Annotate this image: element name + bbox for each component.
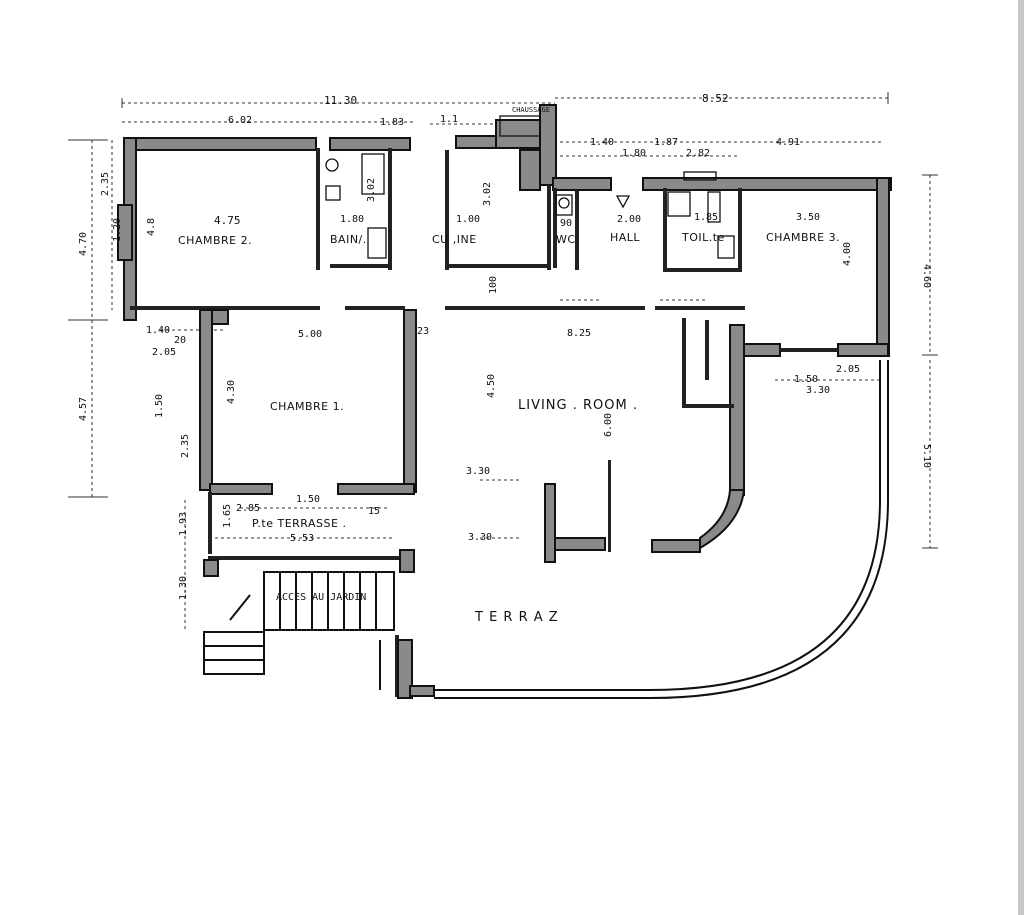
walls (117, 104, 892, 699)
dim-c3-top: 4.91 (776, 137, 800, 148)
dim-left-193: 1.93 (178, 512, 189, 536)
dim-pt-165: 1.65 (222, 504, 233, 528)
dim-pt-150: 1.50 (296, 494, 320, 505)
dim-left-470: 4.70 (78, 232, 89, 256)
dim-pt-285: 2.85 (236, 503, 260, 514)
dim-right-460: 4.60 (921, 264, 932, 288)
dim-c2-20: 20 (174, 335, 186, 346)
room-label-wc: WC (556, 233, 576, 246)
room-label-living: LIVING . ROOM . (518, 398, 638, 413)
garden-stairs (203, 571, 395, 675)
terrace-outline (379, 360, 889, 699)
dim-left-457: 4.57 (78, 397, 89, 421)
dim-hall-1: 1.40 (590, 137, 614, 148)
dim-top-right-total: 8.52 (702, 92, 729, 105)
dim-c2-inner: 4.75 (214, 214, 241, 227)
room-label-chambre2: CHAMBRE 2. (178, 234, 252, 247)
dim-living-600: 6.00 (603, 413, 614, 437)
room-label-petite-terrasse: P.te TERRASSE . (252, 517, 346, 530)
dim-c2-140: 1.40 (146, 325, 170, 336)
dim-c2-205: 2.05 (152, 347, 176, 358)
dim-left-130: 1.30 (178, 576, 189, 600)
hall-entry-arrow-icon (615, 195, 631, 209)
dim-bain-h: 3.02 (366, 178, 377, 202)
dim-c1-left-150: 1.50 (154, 394, 165, 418)
dim-c2-height: 4.8 (146, 218, 157, 236)
dim-c3-205: 2.05 (836, 364, 860, 375)
dim-c1-left-235: 2.35 (180, 434, 191, 458)
dim-top-left-total: 11.30 (324, 94, 357, 107)
dim-corr-23: 23 (417, 326, 429, 337)
dim-hall-2: 1.80 (622, 148, 646, 159)
dim-hall-4: 2.82 (686, 148, 710, 159)
dim-c3-150: 1.50 (794, 374, 818, 385)
dim-c3-330: 3.30 (806, 385, 830, 396)
dim-corr-15: 15 (368, 506, 380, 517)
room-label-chambre1: CHAMBRE 1. (270, 400, 344, 413)
dimension-lines (68, 92, 938, 630)
dim-c2-width-top: 6.02 (228, 115, 252, 126)
dim-kitchen-top: 1.1 (440, 114, 458, 125)
dim-bain-w: 1.80 (340, 214, 364, 225)
dim-toil-w: 1.85 (694, 212, 718, 223)
label-chaussage: CHAUSSAGE (512, 106, 550, 114)
room-label-hall: HALL (610, 231, 640, 244)
dim-right-510: 5.10 (921, 444, 932, 468)
room-label-chambre3: CHAMBRE 3. (766, 231, 840, 244)
page-edge (1018, 0, 1024, 915)
dim-living-w: 8.25 (567, 328, 591, 339)
dim-c1-h: 4.30 (226, 380, 237, 404)
dim-terr-330b: 3.30 (468, 532, 492, 543)
dim-bath-top: 1.83 (380, 117, 404, 128)
dim-hall-3: 1.87 (654, 137, 678, 148)
room-label-cuisine: CU ,INE (432, 233, 477, 246)
dim-pt-553: 5.53 (290, 533, 314, 544)
dim-terr-330a: 3.30 (466, 466, 490, 477)
dim-c1-w: 5.00 (298, 329, 322, 340)
dimension-labels: 11.30 8.52 6.02 1.83 1.1 1.40 1.80 1.87 … (78, 92, 932, 600)
room-label-terrasse: T E R R A Z (474, 610, 559, 625)
dim-c3-w: 3.50 (796, 212, 820, 223)
dim-hall-100: 100 (488, 276, 499, 294)
room-label-bain: BAIN/. (330, 233, 367, 246)
dim-kit-h: 3.02 (482, 182, 493, 206)
dim-wc-w: 90 (560, 218, 572, 229)
dim-kit-w: 1.00 (456, 214, 480, 225)
label-acces-jardin: ACCES AU JARDIN (276, 592, 366, 603)
room-label-toilette: TOIL.te (681, 231, 725, 244)
dim-hall-w: 2.00 (617, 214, 641, 225)
dim-living-h: 4.50 (486, 374, 497, 398)
dim-left-120: 1.20 (112, 218, 123, 242)
dim-left-235: 2.35 (100, 172, 111, 196)
fixtures (325, 115, 735, 259)
dim-c3-h: 4.00 (842, 242, 853, 266)
